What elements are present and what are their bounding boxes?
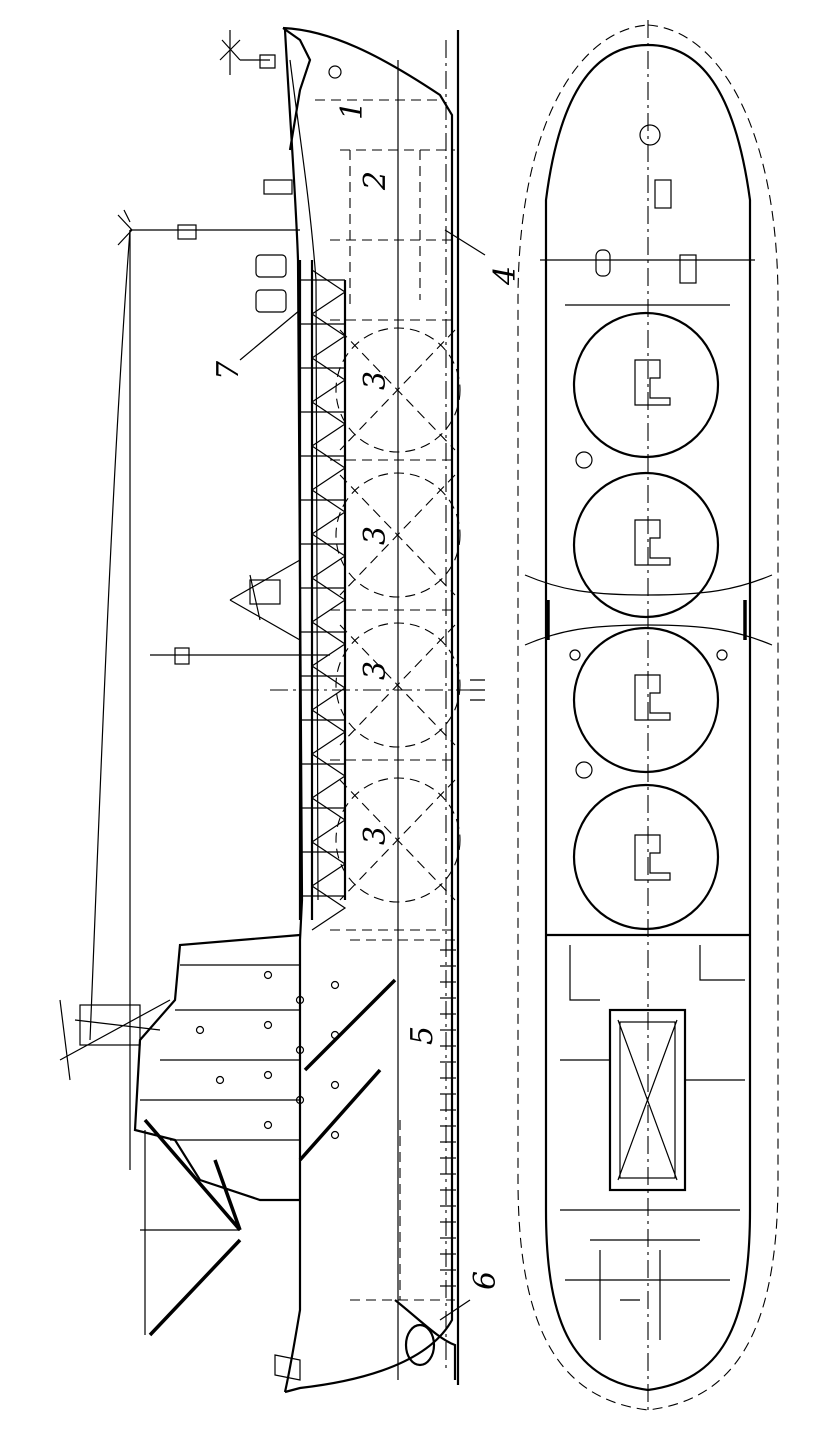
plan-accom-arc-bot (524, 624, 773, 646)
aft-crane (143, 1118, 242, 1337)
porthole (330, 1130, 340, 1140)
engine-room (350, 939, 455, 1301)
side-tanks (335, 327, 461, 903)
propeller (404, 1323, 436, 1367)
derrick-boom (229, 559, 301, 641)
porthole (215, 1075, 225, 1085)
portholes (195, 970, 340, 1140)
plan-view (517, 20, 779, 1415)
side-tank-1 (335, 327, 461, 453)
plan-fitting-b (575, 761, 593, 779)
gangway-ladders (298, 978, 397, 1162)
stern-frame (394, 1299, 457, 1380)
bow-mast (219, 30, 270, 75)
hull-outline (282, 26, 454, 1394)
plan-accom-arc-top (524, 574, 773, 596)
label-2: 2 (358, 171, 393, 191)
tank-dome-3 (634, 674, 671, 721)
plan-aft-rooms (560, 945, 745, 1241)
label-1: 1 (335, 101, 370, 120)
plan-engine-casing (608, 1008, 687, 1192)
leader-4 (444, 229, 486, 256)
plan-casing-inner (619, 1021, 676, 1179)
plan-casing-x (617, 1019, 678, 1181)
plan-fitting-d (716, 649, 728, 661)
plan-hatch-b (679, 254, 697, 284)
label-5: 5 (405, 1026, 440, 1045)
tank2-x (339, 474, 456, 596)
porthole (195, 1025, 205, 1035)
side-tank-3 (335, 622, 461, 748)
superstructure-decks (140, 964, 300, 1141)
leader-6 (439, 1299, 471, 1321)
tank4-x (339, 779, 456, 901)
plan-tank-2 (572, 471, 720, 619)
fore-mast-top (117, 209, 133, 246)
anchor-hawse (328, 65, 342, 79)
bow-flag (259, 54, 276, 69)
stay-curve (89, 229, 131, 1041)
plan-windlass (639, 124, 661, 146)
label-3-tank4: 3 (358, 826, 393, 845)
midship-mark (470, 679, 485, 701)
aft-mast-rig (59, 999, 171, 1081)
label-3-tank3: 3 (358, 661, 393, 680)
porthole (263, 1070, 273, 1080)
deck-truss (300, 269, 347, 931)
porthole (263, 970, 273, 980)
porthole (263, 1020, 273, 1030)
porthole (295, 1045, 305, 1055)
plan-flare-outline (517, 24, 779, 1411)
porthole (295, 995, 305, 1005)
label-3-tank2: 3 (358, 526, 393, 545)
label-3-tank1: 3 (358, 371, 393, 390)
tank3-x (339, 624, 456, 746)
tank-dome-2 (634, 519, 671, 566)
side-tank-2 (335, 472, 461, 598)
truss-zigzag (310, 269, 347, 931)
wheelhouse (79, 1004, 141, 1046)
label-6: 6 (468, 1271, 503, 1290)
plan-fitting-c (569, 649, 581, 661)
plan-tank-3 (572, 626, 720, 774)
plan-fitting-a (575, 451, 593, 469)
fore-cabin-a (255, 254, 287, 278)
porthole (263, 1120, 273, 1130)
label-7: 7 (211, 360, 246, 380)
side-elevation (59, 26, 486, 1394)
label-4: 4 (488, 266, 523, 286)
fore-mast-lamp (177, 224, 197, 240)
plan-hatch-a (654, 179, 672, 209)
side-tank-4 (335, 777, 461, 903)
porthole (295, 1095, 305, 1105)
superstructure (133, 933, 301, 1202)
porthole (330, 1080, 340, 1090)
plan-vent (595, 249, 611, 277)
plan-stern-rooms (565, 1250, 730, 1340)
tank1-x (339, 329, 456, 451)
fore-compartments (315, 99, 455, 310)
callout-labels: 1 2 3 3 3 3 4 5 6 7 (211, 101, 523, 1290)
forecastle (282, 27, 312, 151)
tank-dome-1 (634, 359, 671, 406)
porthole (330, 980, 340, 990)
midship-house (249, 579, 281, 605)
leader-7 (239, 309, 301, 361)
sheer-line (289, 59, 319, 901)
engine-frames (440, 949, 456, 1287)
plan-tank-4 (572, 783, 720, 931)
fore-winch (263, 179, 293, 195)
plan-tank-1 (572, 311, 720, 459)
stern-flag (274, 1354, 301, 1381)
fore-cabin-b (255, 289, 287, 313)
main-mast-lamp (174, 647, 190, 665)
tank-dome-4 (634, 834, 671, 881)
